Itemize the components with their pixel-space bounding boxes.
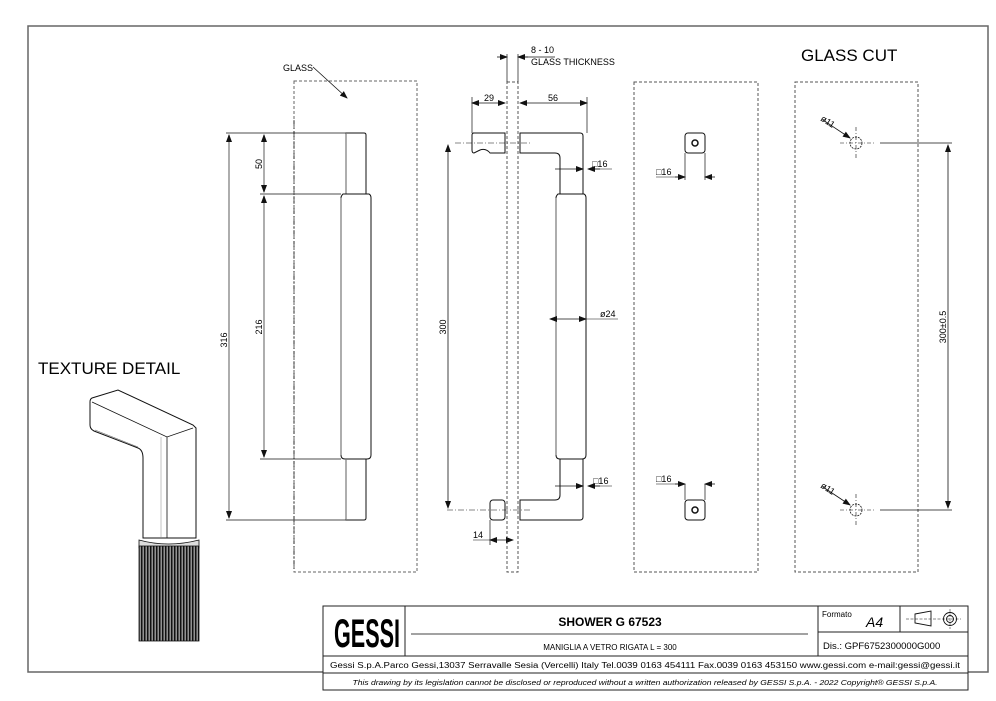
dim-square-16-top: □16 bbox=[592, 159, 607, 169]
base-glass-outline bbox=[633, 81, 759, 573]
front-view: GLASS 316 50 216 bbox=[219, 63, 418, 573]
outer-handle-top bbox=[519, 132, 584, 195]
mount-top bbox=[684, 132, 706, 154]
dim-300: 300 bbox=[438, 319, 448, 334]
dim-hole-spacing: 300±0.5 bbox=[938, 311, 948, 343]
dim-29: 29 bbox=[484, 93, 494, 103]
first-angle-projection-icon bbox=[906, 609, 961, 629]
company-info: Gessi S.p.A.Parco Gessi,13037 Serravalle… bbox=[330, 661, 961, 670]
dim-14: 14 bbox=[473, 530, 483, 540]
title-block-frame: GESSI SHOWER G 67523 MANIGLIA A VETRO RI… bbox=[322, 605, 969, 691]
glass-section bbox=[506, 81, 519, 573]
product-description: MANIGLIA A VETRO RIGATA L = 300 bbox=[543, 643, 677, 652]
base-view: □16 □16 bbox=[633, 81, 759, 573]
texture-detail: TEXTURE DETAIL bbox=[38, 359, 200, 642]
glass-leader bbox=[312, 66, 348, 99]
side-view: 8 - 10 GLASS THICKNESS 29 56 300 □16 bbox=[438, 45, 618, 573]
drawing-number: Dis.: GPF6752300000G000 bbox=[823, 641, 940, 652]
dim-50: 50 bbox=[254, 159, 264, 169]
texture-ribbed-grip bbox=[138, 545, 200, 642]
format-label: Formato bbox=[822, 610, 852, 619]
glass-cut-view: GLASS CUT ø11 ø11 300±0.5 bbox=[794, 46, 952, 573]
legal-notice: This drawing by its legislation cannot b… bbox=[353, 678, 938, 687]
glass-cut-title: GLASS CUT bbox=[801, 46, 897, 65]
outer-handle-bottom bbox=[519, 458, 584, 521]
company-logo: GESSI bbox=[334, 612, 400, 656]
handle-grip bbox=[340, 193, 372, 460]
dim-base-square-16-bottom: □16 bbox=[656, 474, 671, 484]
inner-knob-top bbox=[471, 132, 506, 154]
glass-thickness-value: 8 - 10 bbox=[531, 45, 554, 55]
texture-detail-title: TEXTURE DETAIL bbox=[38, 359, 180, 378]
dim-216: 216 bbox=[254, 319, 264, 334]
handle-bottom-cap bbox=[345, 458, 367, 521]
glass-label: GLASS bbox=[283, 63, 313, 73]
outer-handle-grip bbox=[555, 193, 587, 460]
mount-top-hole bbox=[691, 139, 699, 147]
dim-56: 56 bbox=[548, 93, 558, 103]
dim-diameter-24: ø24 bbox=[600, 309, 616, 319]
glass-outline bbox=[293, 80, 418, 573]
format-value: A4 bbox=[865, 614, 883, 630]
product-name: SHOWER G 67523 bbox=[558, 615, 662, 629]
handle-top-cap bbox=[345, 132, 367, 195]
mount-bottom-hole bbox=[691, 506, 699, 514]
glass-cut-outline bbox=[794, 81, 919, 573]
dim-316: 316 bbox=[219, 332, 229, 347]
texture-handle-top bbox=[89, 389, 197, 539]
glass-thickness-label: GLASS THICKNESS bbox=[531, 57, 615, 67]
mount-bottom bbox=[684, 499, 706, 521]
dim-square-16-bottom: □16 bbox=[593, 476, 608, 486]
dim-base-square-16-top: □16 bbox=[656, 167, 671, 177]
